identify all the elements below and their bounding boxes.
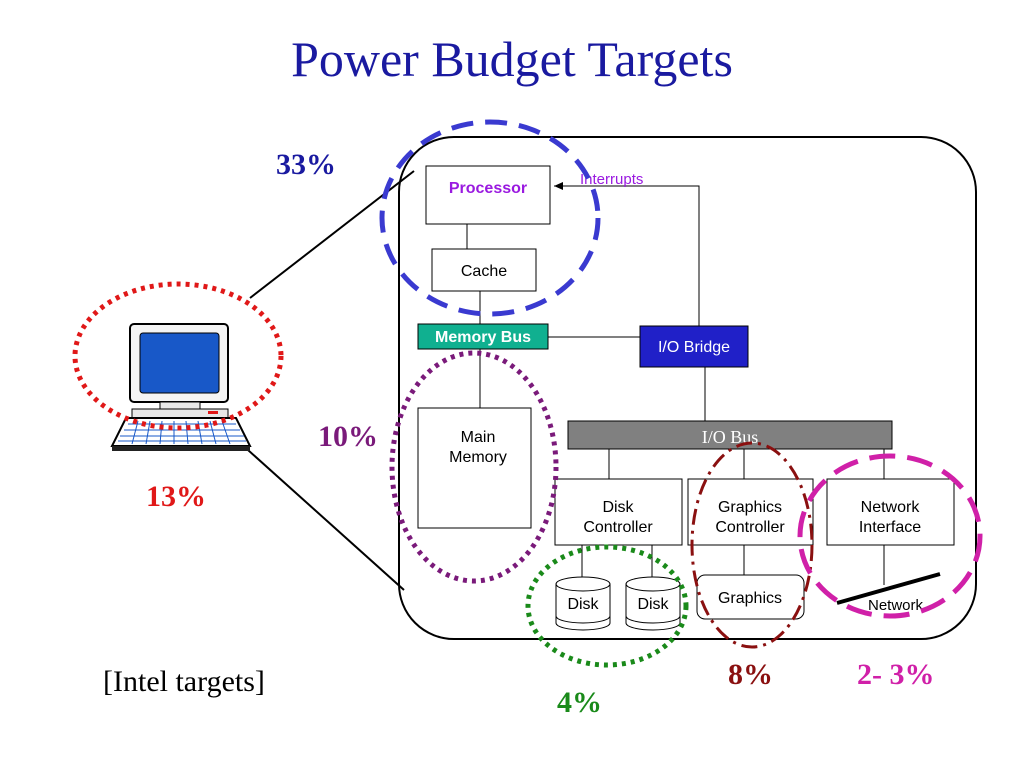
disk-ring <box>525 544 689 668</box>
intel-targets-note: [Intel targets] <box>103 665 265 698</box>
graphics-controller-label-1: Graphics <box>718 499 782 516</box>
graphics-percentage: 8% <box>728 658 773 691</box>
memory-percentage: 10% <box>318 420 378 453</box>
interrupts-line <box>554 185 700 326</box>
disk-a: Disk <box>555 576 611 631</box>
disk-percentage: 4% <box>557 686 602 719</box>
memory-bus-bar <box>417 323 549 350</box>
main-memory-box <box>417 407 532 529</box>
network-ring <box>797 453 983 619</box>
network-interface-label-1: Network <box>861 499 921 516</box>
system-enclosure <box>398 136 977 640</box>
interrupts-arrowhead <box>554 182 563 190</box>
graphics-box <box>696 574 805 620</box>
cache-box <box>431 248 537 292</box>
main-memory-label-2: Memory <box>449 449 507 466</box>
slide-title: Power Budget Targets <box>291 31 733 87</box>
memory-bus-label: Memory Bus <box>435 329 531 346</box>
disk-controller-label-2: Controller <box>583 519 653 536</box>
network-cable <box>836 572 941 605</box>
processor-percentage: 33% <box>276 148 336 181</box>
disk-b-label: Disk <box>637 596 669 613</box>
graphics-ring <box>690 441 814 649</box>
processor-ring <box>379 119 601 317</box>
cache-label: Cache <box>461 263 507 280</box>
io-bridge-label: I/O Bridge <box>658 339 730 356</box>
graphics-controller-box <box>687 478 814 546</box>
processor-box <box>425 165 551 225</box>
disk-controller-label-1: Disk <box>602 499 634 516</box>
graphics-label: Graphics <box>718 590 782 607</box>
network-percentage: 2- 3% <box>857 658 935 691</box>
disk-b: Disk <box>625 576 681 631</box>
display-ring <box>72 281 284 431</box>
zoom-line-bottom <box>247 449 405 591</box>
network-interface-box <box>826 478 955 546</box>
interrupts-label: Interrupts <box>580 171 643 188</box>
display-percentage: 13% <box>146 480 206 513</box>
graphics-controller-label-2: Controller <box>715 519 785 536</box>
processor-label: Processor <box>449 180 527 197</box>
io-bus-label: I/O Bus <box>702 427 759 447</box>
io-bridge-box <box>639 325 749 368</box>
network-label: Network <box>868 597 924 614</box>
disk-a-label: Disk <box>567 596 599 613</box>
memory-ring <box>389 350 559 584</box>
network-interface-label-2: Interface <box>859 519 921 536</box>
desktop-computer-icon <box>110 323 252 451</box>
main-memory-label-1: Main <box>461 429 496 446</box>
disk-controller-box <box>554 478 683 546</box>
zoom-line-top <box>249 170 415 299</box>
